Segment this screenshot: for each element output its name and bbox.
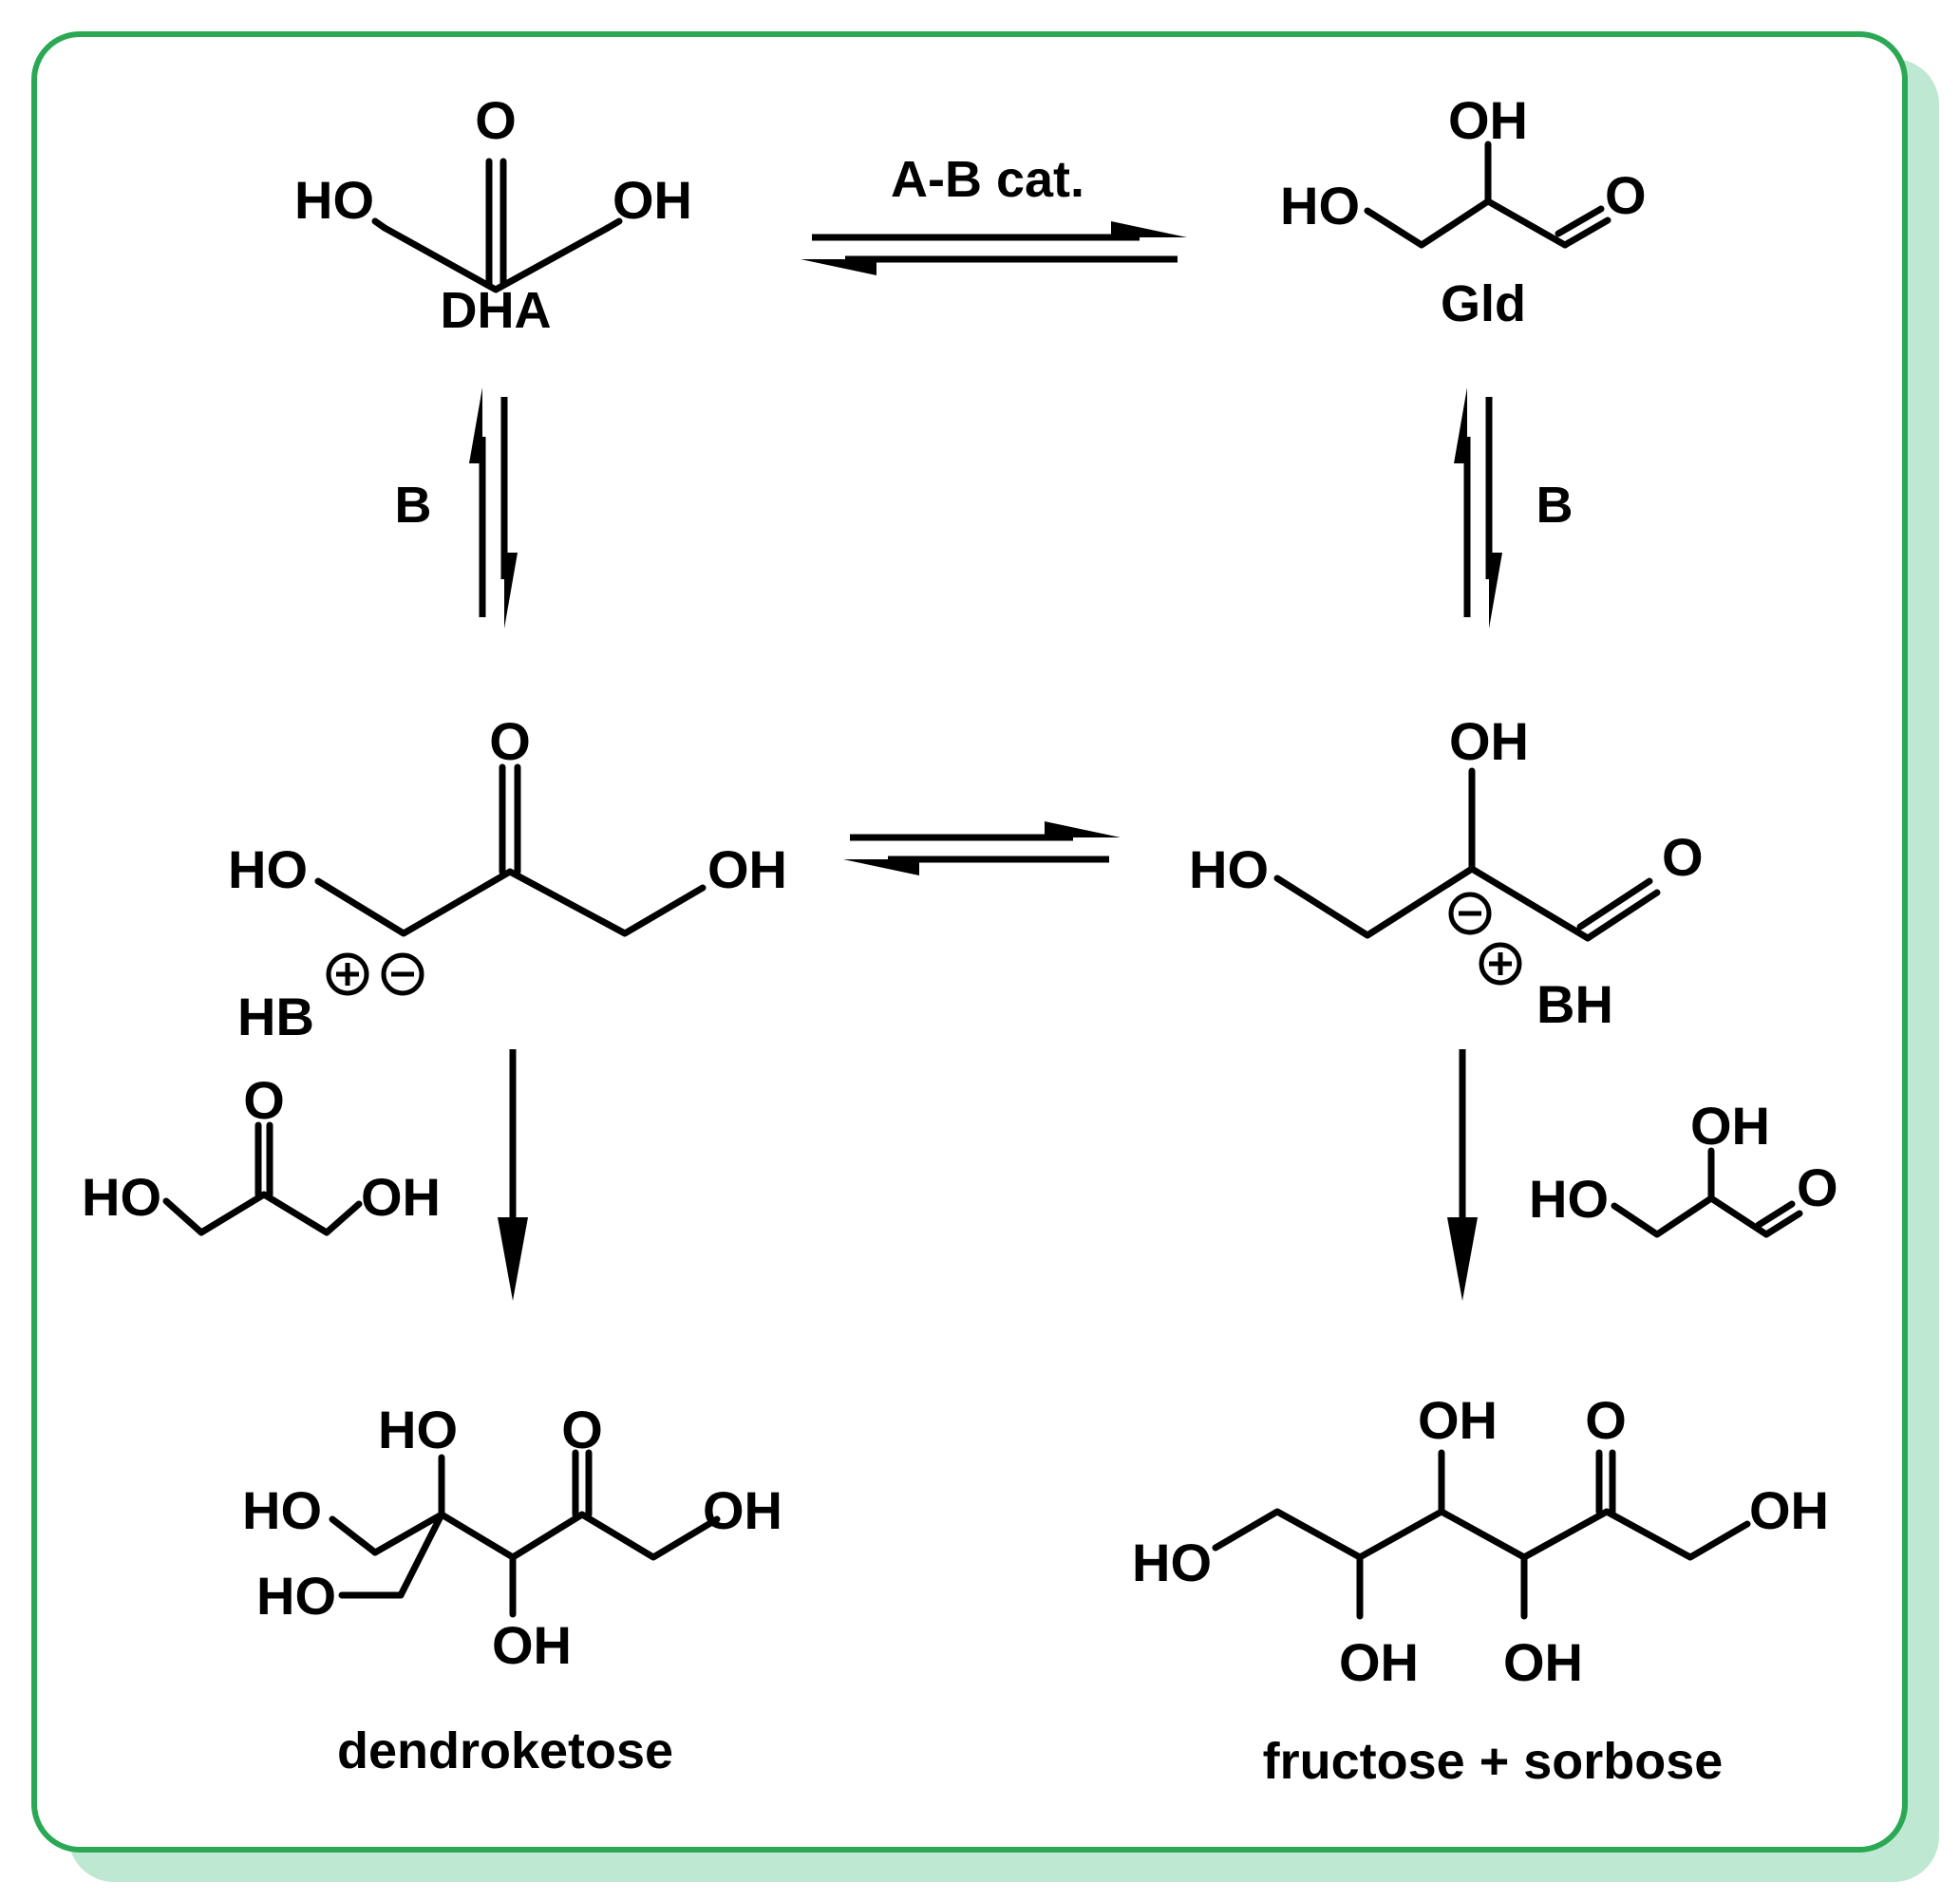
left-reaction-arrow — [498, 1049, 528, 1301]
gld-oh-top: OH — [1448, 90, 1528, 150]
dha-enolate-oxygen: O — [489, 711, 531, 771]
fructose-sorbose-molecule: OH O HO OH OH OH fructose + sorbose — [1132, 1390, 1829, 1790]
minus-charge-icon — [1448, 892, 1492, 935]
gld-oxygen: O — [1605, 165, 1647, 225]
dha-molecule: O HO OH DHA — [294, 90, 692, 339]
gld-label: Gld — [1441, 275, 1526, 332]
catalyst-label: A-B cat. — [891, 151, 1084, 208]
gld-ho: HO — [1280, 176, 1360, 235]
dha-reagent-oxygen: O — [243, 1070, 285, 1130]
fructose-oh-bottom-1: OH — [1339, 1632, 1419, 1692]
plus-charge-icon — [1479, 942, 1522, 986]
left-base-label: B — [395, 477, 432, 534]
plus-charge-icon — [326, 952, 369, 996]
minus-charge-icon — [381, 952, 424, 996]
dendroketose-ho-1: HO — [242, 1480, 322, 1540]
fructose-ho-left: HO — [1132, 1533, 1212, 1592]
fructose-oh-bottom-2: OH — [1503, 1632, 1583, 1692]
dha-enolate-ho: HO — [228, 839, 308, 899]
dendroketose-label: dendroketose — [337, 1722, 673, 1779]
gld-enolate-bh: BH — [1536, 974, 1613, 1034]
gld-reagent-oh-top: OH — [1690, 1096, 1770, 1156]
gld-reagent: OH HO O — [1529, 1096, 1838, 1238]
right-reaction-arrow — [1447, 1049, 1478, 1301]
gld-enolate-oh-top: OH — [1449, 711, 1529, 771]
dha-ho: HO — [294, 170, 374, 230]
fructose-oh-right: OH — [1749, 1480, 1829, 1540]
dha-enolate-hb: HB — [237, 987, 314, 1046]
gld-reagent-oxygen: O — [1797, 1157, 1838, 1217]
left-equilibrium-arrow: B — [395, 387, 518, 629]
top-equilibrium-arrow: A-B cat. — [801, 151, 1187, 275]
dha-enolate: O HO OH HB — [228, 711, 787, 1046]
gld-enolate: OH HO O BH — [1189, 711, 1704, 1034]
dha-enolate-oh: OH — [707, 839, 787, 899]
dha-label: DHA — [441, 282, 552, 339]
middle-equilibrium-arrow — [843, 821, 1121, 875]
dendroketose-oxygen: O — [561, 1400, 603, 1459]
dha-oh: OH — [612, 170, 692, 230]
dha-reagent-ho: HO — [82, 1167, 161, 1227]
gld-molecule: OH HO O Gld — [1280, 90, 1647, 332]
gld-reagent-ho: HO — [1529, 1169, 1609, 1229]
dendroketose-ho-2: HO — [256, 1566, 336, 1626]
fructose-sorbose-label: fructose + sorbose — [1263, 1733, 1724, 1790]
dendroketose-oh-bottom: OH — [492, 1615, 572, 1675]
dha-reagent: O HO OH — [82, 1070, 441, 1236]
dendroketose-ho-top: HO — [378, 1400, 458, 1459]
dha-reagent-oh: OH — [361, 1167, 441, 1227]
gld-enolate-ho: HO — [1189, 839, 1269, 899]
dha-oxygen: O — [475, 90, 517, 150]
dendroketose-oh-right: OH — [703, 1480, 782, 1540]
right-base-label: B — [1536, 477, 1574, 534]
fructose-oxygen: O — [1585, 1390, 1627, 1450]
right-equilibrium-arrow: B — [1454, 387, 1574, 629]
fructose-oh-top: OH — [1418, 1390, 1498, 1450]
gld-enolate-oxygen: O — [1662, 827, 1704, 887]
dendroketose-molecule: HO O HO HO OH OH dendroketose — [242, 1400, 782, 1779]
